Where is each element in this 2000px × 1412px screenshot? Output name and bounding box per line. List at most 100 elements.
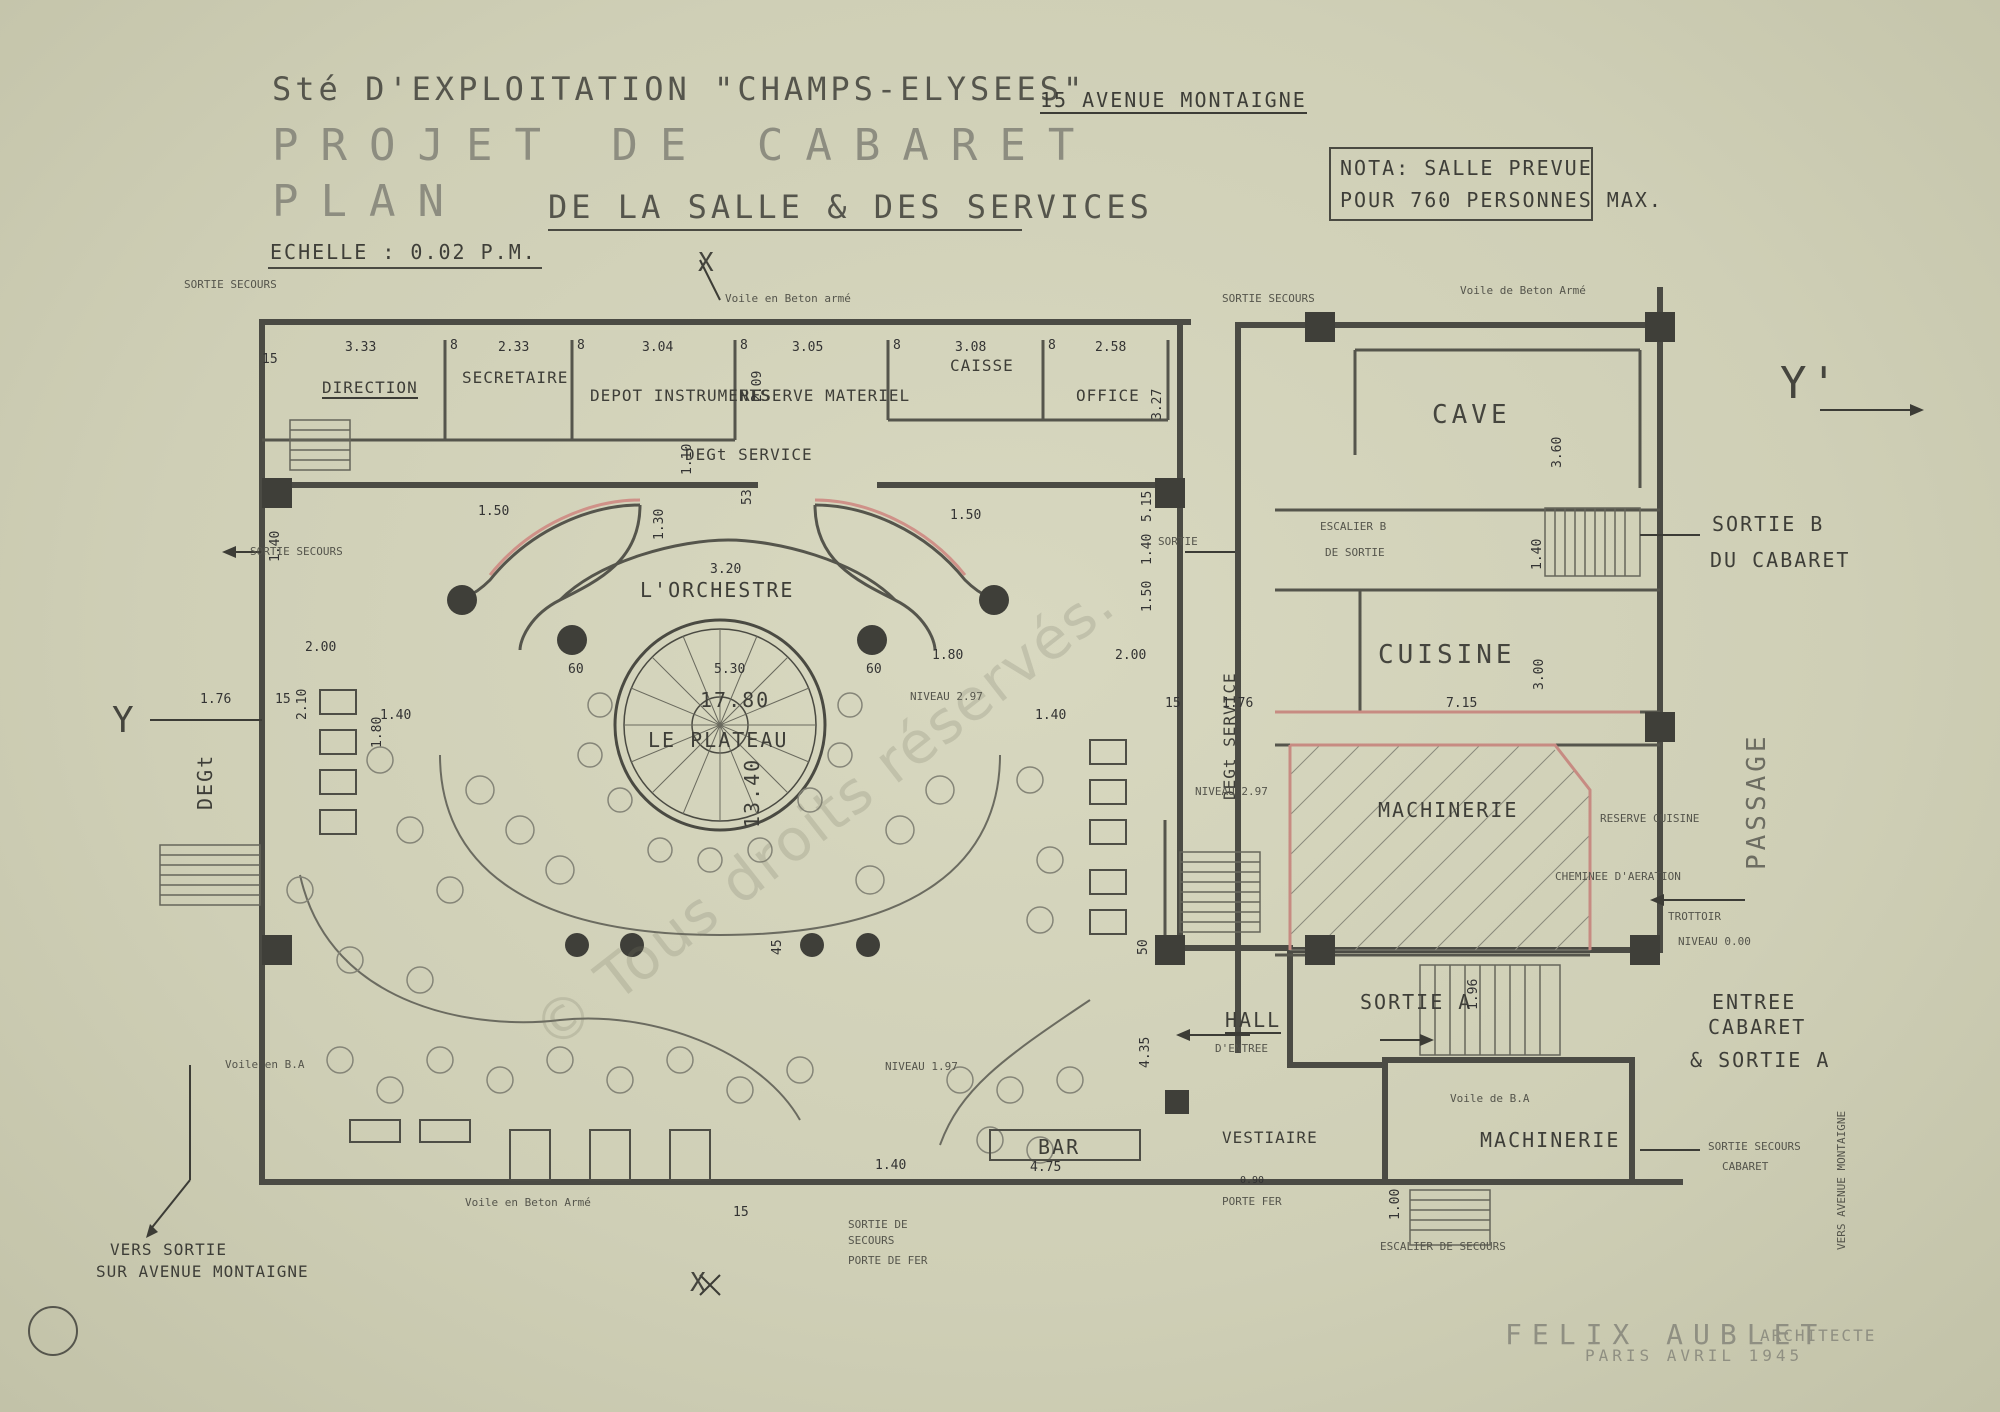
room-orchestre: L'ORCHESTRE xyxy=(640,578,795,602)
voile-left: Voile en B.A xyxy=(225,1058,305,1071)
dim-1-40-b: 1.40 xyxy=(1140,533,1155,565)
section-y-left: Y xyxy=(112,700,138,741)
dim-17-80: 17.80 xyxy=(700,688,771,712)
stage-label: LE PLATEAU xyxy=(648,728,789,752)
room-cave: CAVE xyxy=(1432,400,1511,430)
voile-top: Voile en Beton armé xyxy=(725,292,851,305)
room-reserve: RESERVE MATERIEL xyxy=(740,386,911,405)
entree-line-2: CABARET xyxy=(1708,1015,1807,1039)
dim-50: 50 xyxy=(1136,939,1151,955)
room-vestiaire: VESTIAIRE xyxy=(1222,1128,1318,1147)
vers-avenue: VERS AVENUE MONTAIGNE xyxy=(1835,1110,1848,1250)
dim-1-50-a: 1.50 xyxy=(478,504,510,519)
dim-1-40-c: 1.40 xyxy=(380,708,412,723)
niveau-4: NIVEAU 0.00 xyxy=(1678,935,1751,948)
dim-8-c: 8 xyxy=(740,338,748,353)
dim-15-c: 15 xyxy=(1165,696,1181,711)
dim-2-33: 2.33 xyxy=(498,340,530,355)
dim-15-a: 15 xyxy=(262,352,278,367)
hall-label: HALL xyxy=(1225,1008,1282,1034)
niveau-3: NIVEAU 1.97 xyxy=(885,1060,958,1073)
cheminee-label: CHEMINEE D'AERATION xyxy=(1555,870,1681,883)
niveau-1: NIVEAU 2.97 xyxy=(910,690,983,703)
entree-line-3: & SORTIE A xyxy=(1690,1048,1831,1072)
room-depot: DEPOT INSTRUMENTS xyxy=(590,386,771,405)
dim-4-75: 4.75 xyxy=(1030,1160,1062,1175)
dim-5-15: 5.15 xyxy=(1140,490,1155,522)
dim-3-60: 3.60 xyxy=(1550,436,1565,468)
deg-service-top: DEGt SERVICE xyxy=(685,445,813,464)
trottoir-label: TROTTOIR xyxy=(1668,910,1721,923)
dim-8-d: 8 xyxy=(893,338,901,353)
archive-stamp xyxy=(28,1306,78,1356)
dim-2-09: 2.09 xyxy=(750,370,765,402)
dim-2-58: 2.58 xyxy=(1095,340,1127,355)
section-x-top: X xyxy=(698,248,718,278)
hall-sublabel: D'ENTREE xyxy=(1215,1042,1268,1055)
room-caisse: CAISSE xyxy=(950,356,1014,375)
niveau-2: NIVEAU 2.97 xyxy=(1195,785,1268,798)
dim-1-50-b: 1.50 xyxy=(950,508,982,523)
dim-53: 53 xyxy=(740,489,755,505)
escalier-secours: ESCALIER DE SECOURS xyxy=(1380,1240,1506,1253)
architect-name: FELIX AUBLET xyxy=(1505,1318,1828,1351)
passage-label: PASSAGE xyxy=(1742,732,1772,870)
sortie-secours-top: SORTIE SECOURS xyxy=(1222,292,1315,305)
sortie-secours-left: SORTIE SECOURS xyxy=(250,545,343,558)
plan-subtitle: DE LA SALLE & DES SERVICES xyxy=(548,188,1153,226)
voile-bottom: Voile en Beton Armé xyxy=(465,1196,591,1209)
dim-15-b: 15 xyxy=(275,692,291,707)
sortie-secours-cabaret-1: SORTIE SECOURS xyxy=(1708,1140,1801,1153)
room-office: OFFICE xyxy=(1076,386,1140,405)
dim-1-96: 1.96 xyxy=(1466,978,1481,1010)
dim-1-40-a: 1.40 xyxy=(268,530,283,562)
dim-4-35: 4.35 xyxy=(1138,1036,1153,1068)
dim-2-10: 2.10 xyxy=(295,688,310,720)
dim-7-15: 7.15 xyxy=(1446,696,1478,711)
dim-3-00: 3.00 xyxy=(1532,658,1547,690)
sortie-a: SORTIE A xyxy=(1360,990,1473,1014)
dim-1-40-d: 1.40 xyxy=(1035,708,1067,723)
escalier-b-sub: DE SORTIE xyxy=(1325,546,1385,559)
dim-15-d: 15 xyxy=(733,1205,749,1220)
dim-3-04: 3.04 xyxy=(642,340,674,355)
dim-3-33: 3.33 xyxy=(345,340,377,355)
address-label: 15 AVENUE MONTAIGNE xyxy=(1040,88,1307,114)
dim-8-e: 8 xyxy=(1048,338,1056,353)
vers-sortie-2: SUR AVENUE MONTAIGNE xyxy=(96,1262,309,1281)
dim-2-00-a: 2.00 xyxy=(305,640,337,655)
dim-60-b: 60 xyxy=(866,662,882,677)
architect-title: ARCHITECTE xyxy=(1760,1326,1877,1345)
entree-line-1: ENTREE xyxy=(1712,990,1797,1014)
dim-1-40-e: 1.40 xyxy=(1530,538,1545,570)
dim-8-b: 8 xyxy=(577,338,585,353)
vers-sortie-1: VERS SORTIE xyxy=(110,1240,227,1259)
dim-3-05: 3.05 xyxy=(792,340,824,355)
dim-1-10: 1.10 xyxy=(680,443,695,475)
room-cuisine: CUISINE xyxy=(1378,640,1516,670)
dim-1-80-b: 1.80 xyxy=(932,648,964,663)
dim-0-90: 0.90 xyxy=(1240,1175,1265,1186)
dim-1-30: 1.30 xyxy=(652,508,667,540)
dim-60-a: 60 xyxy=(568,662,584,677)
dim-1-40-f: 1.40 xyxy=(875,1158,907,1173)
sortie-small-right: SORTIE xyxy=(1158,535,1198,548)
plan-title: PLAN xyxy=(272,176,466,227)
dim-1-76-a: 1.76 xyxy=(200,692,232,707)
dim-1-76-b: 1.76 xyxy=(1222,696,1254,711)
dim-1-00: 1.00 xyxy=(1388,1188,1403,1220)
deg-left: DEGt xyxy=(193,753,217,810)
porte-de-fer: PORTE DE FER xyxy=(848,1254,928,1267)
note-line-1: NOTA: SALLE PREVUE xyxy=(1340,156,1593,180)
company-title: Sté D'EXPLOITATION "CHAMPS-ELYSEES" xyxy=(272,70,1087,108)
dim-5-30: 5.30 xyxy=(714,662,746,677)
dim-45: 45 xyxy=(770,939,785,955)
section-x-bottom: X xyxy=(690,1268,710,1298)
dim-1-50-c: 1.50 xyxy=(1140,580,1155,612)
escalier-b: ESCALIER B xyxy=(1320,520,1387,533)
room-machinerie-2: MACHINERIE xyxy=(1480,1128,1621,1152)
room-direction: DIRECTION xyxy=(322,378,418,399)
scale-label: ECHELLE : 0.02 P.M. xyxy=(270,240,537,264)
project-title: PROJET DE CABARET xyxy=(272,120,1097,171)
